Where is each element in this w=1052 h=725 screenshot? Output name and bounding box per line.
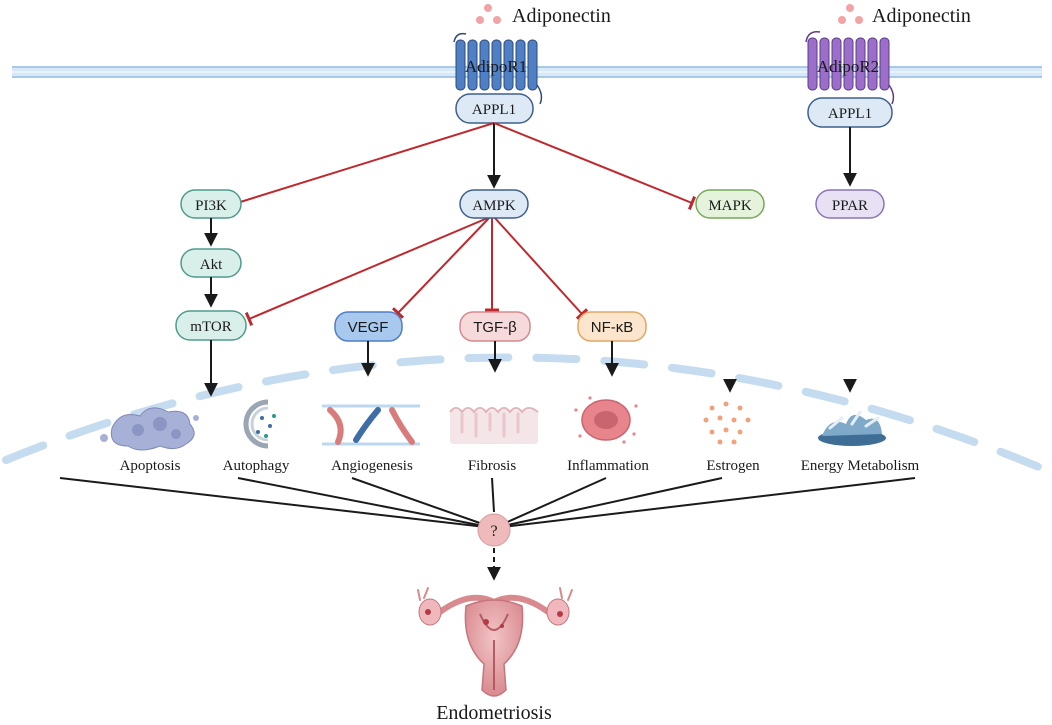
appl1-label-1: APPL1 — [472, 102, 516, 118]
endometriosis-label: Endometriosis — [436, 702, 552, 724]
tgfb-label: TGF-β — [473, 319, 517, 336]
outcome-fibrosis: Fibrosis — [468, 458, 517, 474]
uterus-icon — [417, 587, 573, 697]
unknown-link-node — [477, 513, 511, 547]
adiponectin-label-1: Adiponectin — [512, 5, 611, 27]
nfkb-label: NF-κB — [591, 319, 634, 336]
edges-appl1 — [233, 122, 697, 211]
adiponectin-ligand-2 — [838, 4, 863, 24]
edge-appl1-inhibits-pi3k — [233, 122, 495, 211]
adipor2-receptor — [805, 30, 895, 105]
adipor1-receptor — [453, 32, 543, 105]
angiogenesis-icon — [322, 404, 420, 446]
ampk-node — [459, 189, 529, 219]
apoptosis-icon — [100, 407, 199, 451]
adipor1-label: AdipoR1 — [465, 57, 527, 76]
vegf-label: VEGF — [348, 319, 389, 336]
ampk-label: AMPK — [472, 198, 516, 214]
appl1-label-2: APPL1 — [828, 106, 872, 122]
estrogen-icon — [703, 401, 751, 445]
adipor2-label: AdipoR2 — [817, 57, 879, 76]
edge-appl1-inhibits-mapk — [493, 122, 697, 211]
pi3k-label: PI3K — [195, 198, 227, 214]
edge-ampk-inhibits-mtor — [244, 216, 491, 327]
outcome-estrogen: Estrogen — [706, 458, 760, 474]
adiponectin-label-2: Adiponectin — [872, 5, 971, 27]
edge-ampk-inhibits-vegf — [391, 216, 491, 319]
outcome-autophagy: Autophagy — [223, 458, 290, 474]
convergence-lines — [59, 477, 916, 529]
mapk-label: MAPK — [708, 198, 752, 214]
ppar-label: PPAR — [832, 198, 868, 214]
outcome-energy-metabolism: Energy Metabolism — [801, 458, 920, 474]
energy-metabolism-icon — [818, 410, 886, 446]
mtor-label: mTOR — [190, 319, 231, 335]
nuclear-envelope — [2, 353, 1050, 474]
fibrosis-icon — [449, 407, 539, 444]
outcome-inflammation: Inflammation — [567, 458, 649, 474]
unknown-link-label: ? — [490, 523, 497, 540]
adiponectin-ligand-1 — [476, 4, 501, 24]
outcome-angiogenesis: Angiogenesis — [331, 458, 413, 474]
akt-label: Akt — [200, 257, 223, 273]
edge-ampk-inhibits-nfkb — [493, 216, 589, 320]
inflammation-icon — [574, 396, 638, 444]
outcome-apoptosis: Apoptosis — [120, 458, 181, 474]
edges-ampk — [244, 216, 589, 327]
autophagy-icon — [243, 399, 276, 449]
